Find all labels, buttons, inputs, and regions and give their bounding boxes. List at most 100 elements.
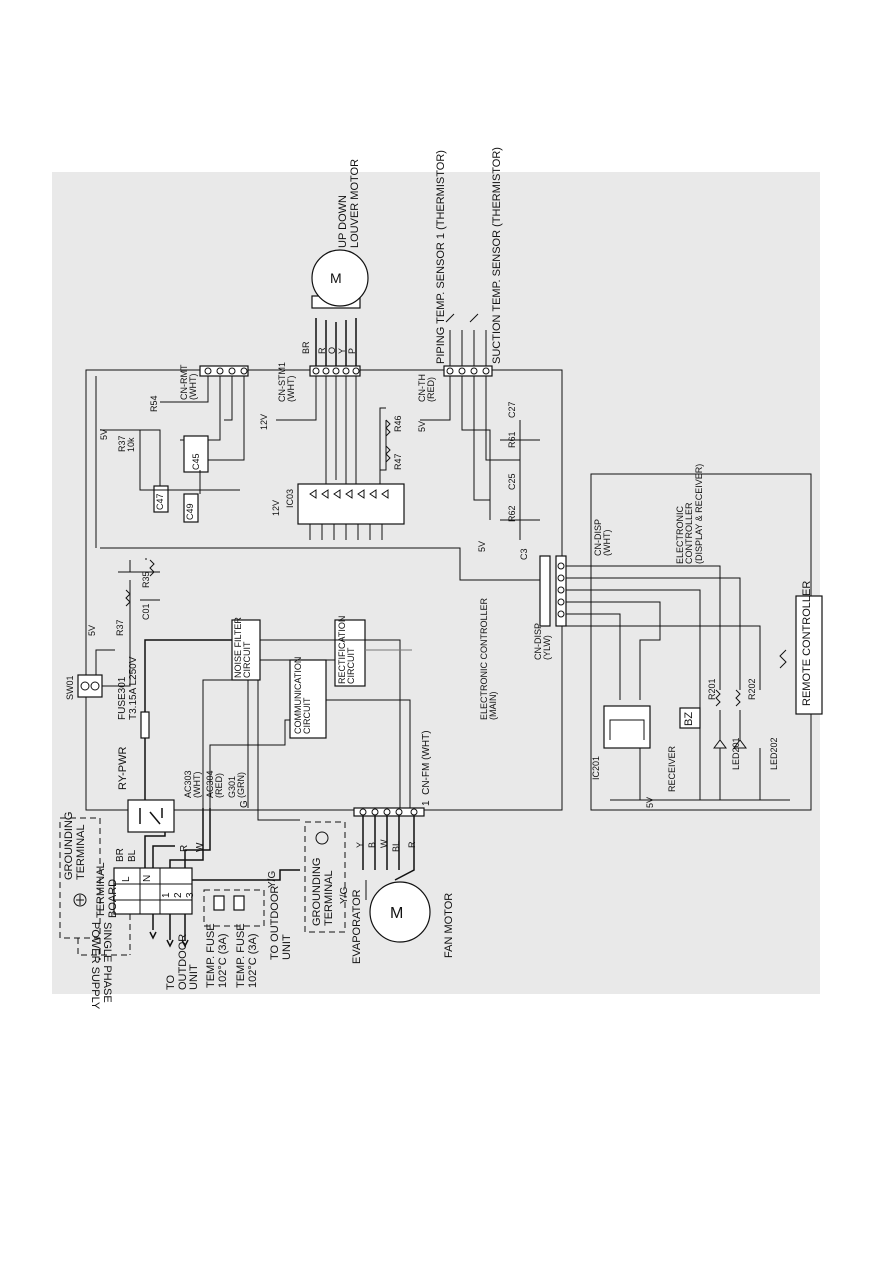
ry-pwr-relay	[127, 799, 175, 833]
5v-label-c: 5V	[417, 420, 427, 432]
rectification-block	[334, 619, 366, 687]
cn-fm-label: 1 CN-FM (WHT)	[421, 730, 432, 806]
c01-label: C01	[141, 603, 151, 620]
noise-filter-block	[231, 619, 261, 681]
louver-motor-icon	[311, 249, 369, 307]
fan-motor-icon	[369, 881, 431, 943]
terminal-n: N	[142, 874, 153, 882]
cn-disp-wht-connector	[555, 555, 567, 627]
5v-label-a: 5V	[87, 624, 97, 636]
c47-capacitor	[153, 485, 169, 513]
c49-label: C49	[185, 503, 195, 520]
c47-label: C47	[155, 493, 165, 510]
r37b-label: R37 10k	[117, 435, 137, 452]
buzzer-box	[679, 707, 701, 729]
cn-disp-wht-label: CN-DISP (WHT)	[593, 518, 613, 556]
ground-symbol-icon	[73, 893, 87, 907]
r62-label: R62	[507, 505, 517, 522]
signal-wave-icon	[779, 649, 787, 669]
fan-motor-label: FAN MOTOR	[443, 892, 455, 958]
12v-label-b: 12V	[271, 499, 281, 516]
c49-capacitor	[183, 493, 199, 523]
wiring-diagram-sheet	[52, 172, 820, 994]
ic03-label: IC03	[285, 488, 295, 508]
terminal-2: 2	[173, 892, 184, 898]
wire-br: BR	[115, 848, 126, 862]
grounding-terminal-box	[59, 817, 101, 939]
c25-label: C25	[507, 473, 517, 490]
fan-grounding-label: GROUNDING TERMINAL	[311, 857, 335, 926]
r61-label: R61	[507, 431, 517, 448]
louver-wire-br: BR	[301, 341, 311, 354]
led201-label: LED201	[731, 737, 741, 770]
fan-wire-r: R	[407, 841, 417, 849]
louver-wire-p: P	[347, 347, 357, 354]
fan-grounding-box	[304, 821, 346, 933]
r54-label: R54	[149, 395, 159, 412]
ac303-label: AC303 (WHT)	[183, 770, 203, 798]
ic201-receiver	[603, 705, 651, 749]
to-outdoor-unit-label: TO OUTDOOR UNIT	[269, 885, 293, 960]
r202-label: R202	[747, 678, 757, 700]
noise-filter-label: NOISE FILTER CIRCUIT	[233, 617, 253, 678]
cn-th-label: CN-TH (RED)	[417, 374, 437, 402]
r201-label: R201	[707, 678, 717, 700]
cn-rmt-label: CN-RMT (WHT)	[179, 364, 199, 401]
cn-rmt-connector	[199, 365, 249, 377]
led202-label: LED202	[769, 737, 779, 770]
thermistor-icon	[445, 313, 479, 323]
terminal-1: 1	[161, 892, 172, 898]
fan-wire-bl: BL	[391, 840, 401, 852]
sw01-label: SW01	[65, 675, 75, 700]
fan-motor-m: M	[390, 905, 403, 922]
power-supply-label: SINGLE PHASE POWER SUPPLY	[89, 922, 113, 1010]
fuse301	[140, 711, 150, 739]
cn-fm-connector	[353, 807, 425, 817]
display-controller-title: ELECTRONIC CONTROLLER (DISPLAY & RECEIVE…	[675, 463, 704, 564]
receiver-label: RECEIVER	[667, 745, 677, 792]
main-controller-title: ELECTRONIC CONTROLLER (MAIN)	[479, 597, 499, 720]
r46-label: R46	[393, 415, 403, 432]
remote-controller-label: REMOTE CONTROLLER	[801, 580, 813, 706]
cn-disp-ylw-label: CN-DISP (YLW)	[533, 622, 553, 660]
terminal-3: 3	[185, 892, 196, 898]
cn-fm-pins	[359, 808, 418, 816]
terminal-board	[113, 867, 193, 915]
c27-label: C27	[507, 401, 517, 418]
cn-disp-main-connector	[539, 555, 551, 627]
display-5v-label: 5V	[645, 796, 655, 808]
wire-bl: BL	[127, 849, 138, 862]
cn-th-connector	[443, 365, 493, 377]
to-outdoor-label: TO OUTDOOR UNIT	[165, 933, 201, 990]
terminal-l: L	[121, 876, 132, 882]
cn-stm1-connector	[309, 365, 361, 377]
wire-yg-2: Y/G	[339, 886, 350, 904]
cn-stm1-label: CN-STM1 (WHT)	[277, 362, 297, 402]
grounding-terminal-label: GROUNDING TERMINAL	[63, 811, 87, 880]
g301-label: G301 (GRN)	[227, 772, 247, 798]
piping-sensor-label: PIPING TEMP. SENSOR 1 (THERMISTOR)	[435, 150, 447, 364]
c3-label: C3	[519, 548, 529, 560]
communication-block	[289, 659, 327, 739]
r47-label: R47	[393, 453, 403, 470]
wire-yg: Y/G	[267, 870, 278, 888]
terminal-cells	[114, 868, 192, 914]
terminal-board-label: TERMINAL BOARD	[95, 862, 119, 918]
ry-pwr-label: RY-PWR	[117, 746, 129, 790]
5v-label-b: 5V	[99, 428, 109, 440]
wire-r: R	[179, 844, 190, 852]
fuse301-label: FUSE301 T3.15A L250V	[117, 656, 139, 720]
remote-controller-box	[795, 595, 823, 715]
wire-w: W	[195, 842, 206, 852]
ac304-label: AC304 (RED)	[205, 770, 225, 798]
wire-g: G	[239, 800, 250, 808]
r35-label: R35	[141, 571, 151, 588]
evaporator-label: EVAPORATOR	[351, 889, 363, 964]
suction-sensor-label: SUCTION TEMP. SENSOR (THERMISTOR)	[491, 147, 503, 364]
5v-label-d: 5V	[477, 540, 487, 552]
temp-fuse-2-label: TEMP. FUSE 102°C (3A)	[235, 923, 259, 988]
arrow-down-icon	[149, 931, 189, 948]
fan-wire-y: Y	[355, 841, 365, 848]
rectification-label: RECTIFICATION CIRCUIT	[337, 615, 357, 684]
